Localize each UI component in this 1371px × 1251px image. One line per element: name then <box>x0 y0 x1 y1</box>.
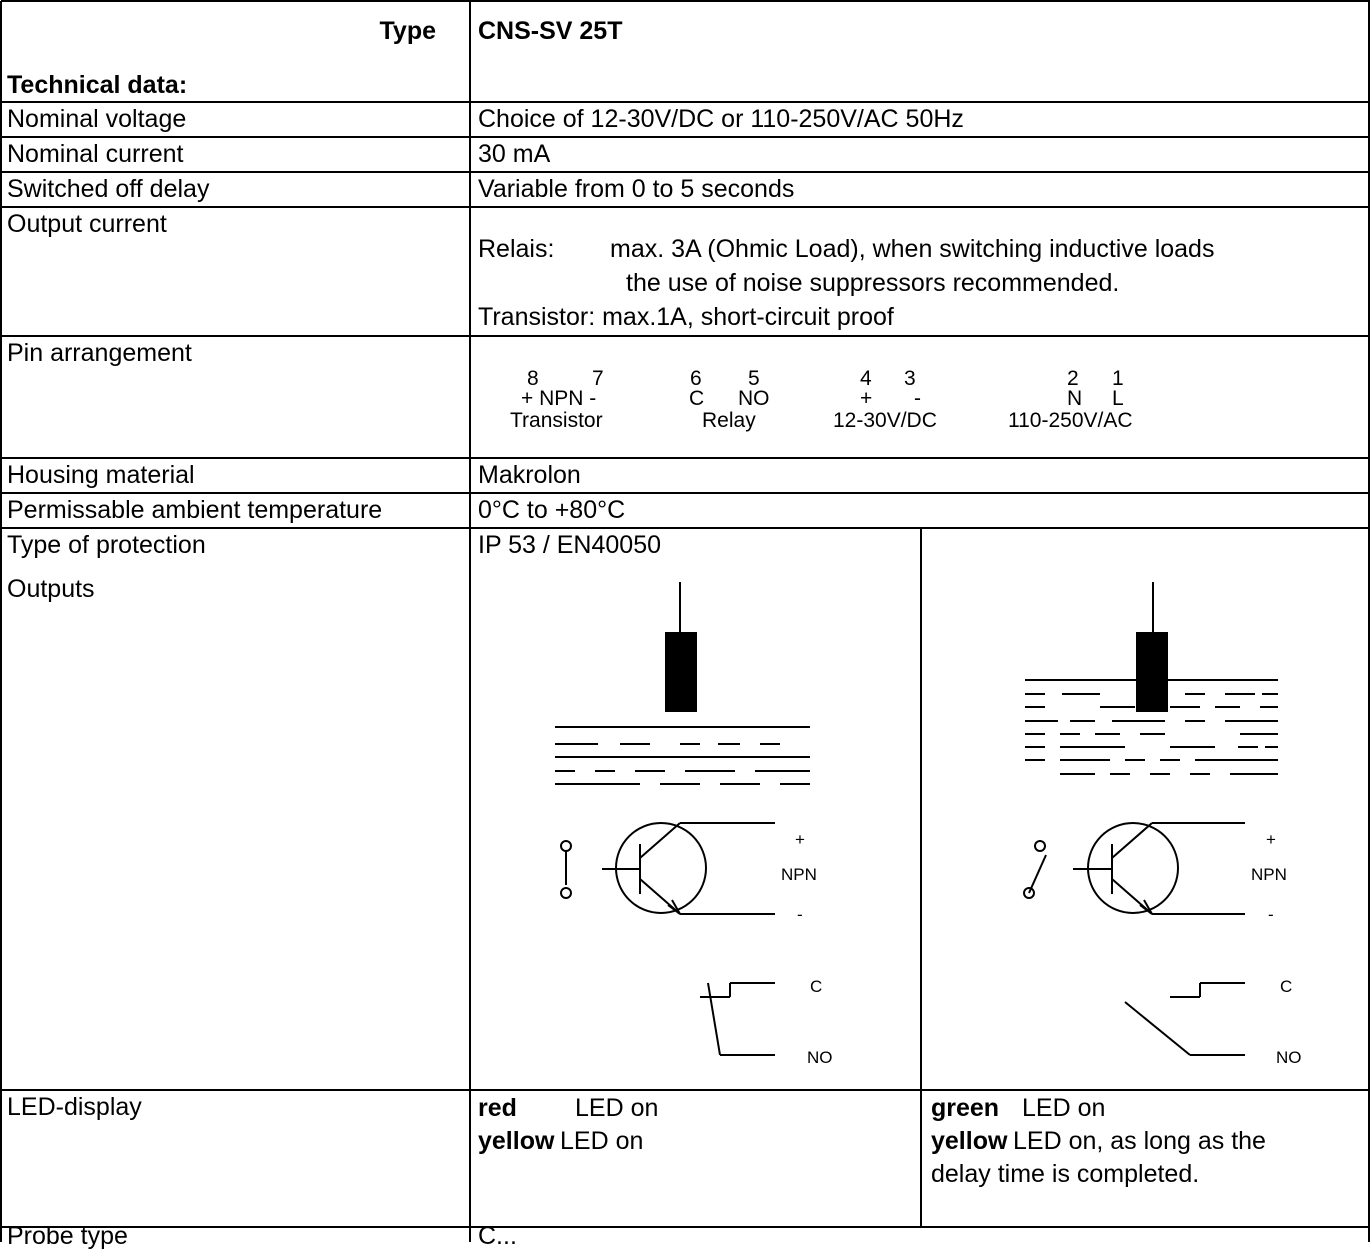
pin-number: 7 <box>592 367 604 390</box>
pin-signal: + <box>860 387 873 410</box>
pin-group: 110-250V/AC <box>1008 409 1133 432</box>
value-switched-off-delay: Variable from 0 to 5 seconds <box>478 175 795 203</box>
pin-number: 2 <box>1067 367 1079 390</box>
relais-line-1: max. 3A (Ohmic Load), when switching ind… <box>610 235 1215 263</box>
output-no-right: NO <box>1276 1048 1302 1067</box>
output-npn-left: NPN <box>781 865 817 884</box>
label-probe-type: Probe type <box>7 1222 128 1250</box>
relais-label: Relais: <box>478 235 555 263</box>
value-nominal-voltage: Choice of 12-30V/DC or 110-250V/AC 50Hz <box>478 105 964 133</box>
led-text: LED on, as long as the <box>1013 1127 1266 1155</box>
transistor-line: Transistor: max.1A, short-circuit proof <box>478 303 894 331</box>
section-title: Technical data: <box>7 71 188 99</box>
label-type-of-protection: Type of protection <box>7 531 206 559</box>
relais-line-2: the use of noise suppressors recommended… <box>626 269 1120 297</box>
output-no-left: NO <box>807 1048 833 1067</box>
type-value: CNS-SV 25T <box>478 17 623 45</box>
output-plus-left: + <box>795 830 805 849</box>
output-plus-right: + <box>1266 830 1276 849</box>
led-color-red: red <box>478 1094 517 1122</box>
label-switched-off-delay: Switched off delay <box>7 175 210 203</box>
pin-group: 12-30V/DC <box>833 409 937 432</box>
label-led-display: LED-display <box>7 1093 142 1121</box>
pin-signal: - <box>914 387 921 410</box>
led-text: LED on <box>575 1094 659 1122</box>
led-color-green: green <box>931 1094 1000 1122</box>
output-c-right: C <box>1280 977 1293 996</box>
pin-number: 8 <box>527 367 539 390</box>
led-color-yellow: yellow <box>478 1127 555 1155</box>
label-nominal-voltage: Nominal voltage <box>7 105 187 133</box>
label-nominal-current: Nominal current <box>7 140 184 168</box>
output-c-left: C <box>810 977 823 996</box>
led-text: delay time is completed. <box>931 1160 1200 1188</box>
pin-number: 6 <box>690 367 702 390</box>
value-housing-material: Makrolon <box>478 461 581 489</box>
value-type-of-protection: IP 53 / EN40050 <box>478 531 662 559</box>
probe-icon <box>665 632 697 712</box>
led-text: LED on <box>560 1127 644 1155</box>
led-text: LED on <box>1022 1094 1106 1122</box>
output-minus-left: - <box>797 905 803 924</box>
value-ambient-temperature: 0°C to +80°C <box>478 496 626 524</box>
pin-group: Transistor <box>510 409 603 432</box>
pin-number: 3 <box>904 367 916 390</box>
pin-signal: L <box>1112 387 1124 410</box>
pin-signal: NO <box>738 387 770 410</box>
pin-number: 1 <box>1112 367 1124 390</box>
output-npn-right: NPN <box>1251 865 1287 884</box>
probe-icon <box>1136 632 1168 712</box>
pin-number: 5 <box>748 367 760 390</box>
pin-signal: + NPN - <box>521 387 597 410</box>
value-nominal-current: 30 mA <box>478 140 551 168</box>
pin-signal: C <box>689 387 705 410</box>
label-pin-arrangement: Pin arrangement <box>7 339 192 367</box>
label-ambient-temperature: Permissable ambient temperature <box>7 496 383 524</box>
pin-group: Relay <box>702 409 756 432</box>
label-output-current: Output current <box>7 210 167 238</box>
type-label: Type <box>379 17 437 45</box>
label-outputs: Outputs <box>7 575 95 603</box>
label-housing-material: Housing material <box>7 461 195 489</box>
pin-signal: N <box>1067 387 1083 410</box>
value-probe-type: C... <box>478 1222 517 1250</box>
output-minus-right: - <box>1268 905 1274 924</box>
pin-number: 4 <box>860 367 872 390</box>
led-color-yellow: yellow <box>931 1127 1008 1155</box>
